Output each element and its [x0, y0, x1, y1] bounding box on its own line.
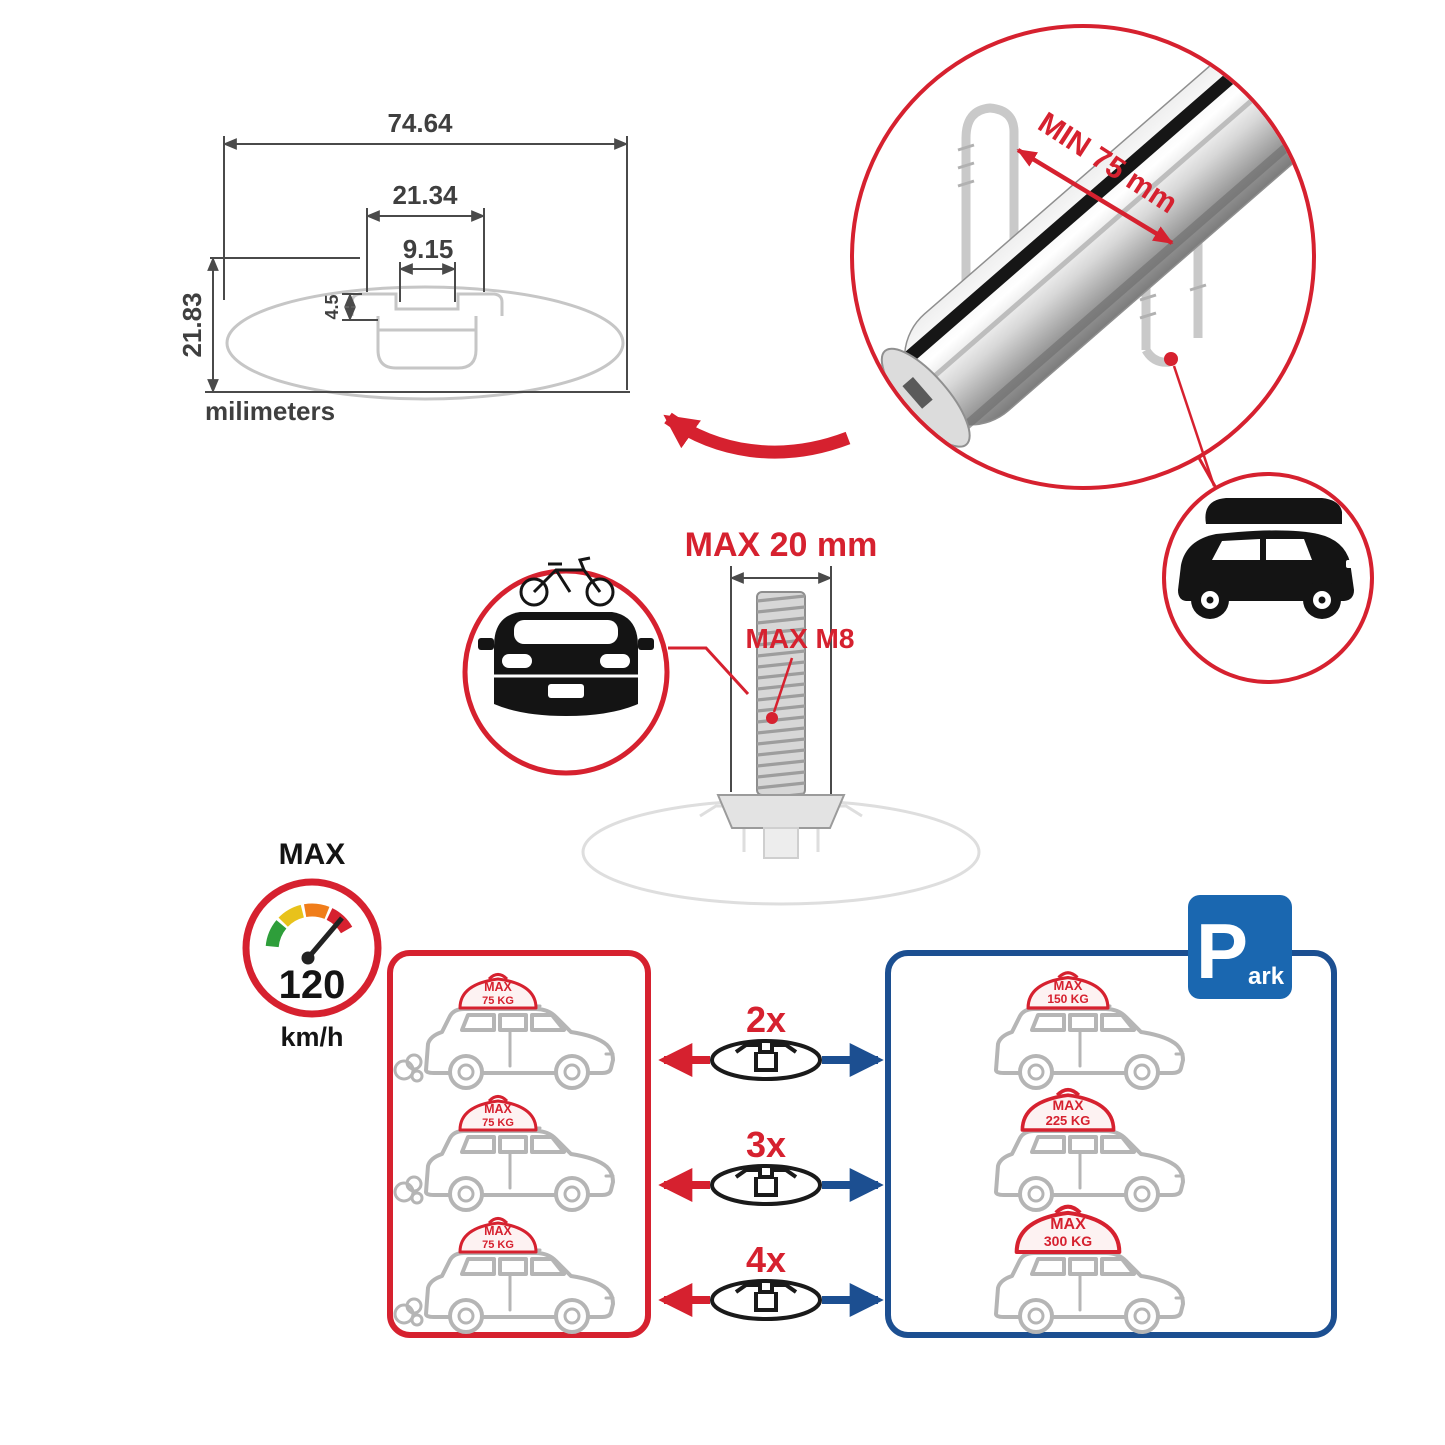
bag-max-label: MAX: [1052, 1097, 1084, 1113]
gauge-ring: [242, 878, 382, 1018]
profile-channel-body: [376, 316, 478, 370]
bag-weight-label: 300 KG: [1044, 1233, 1092, 1249]
photo-to-drawing-arrow: [663, 412, 851, 459]
bag-weight-label: 75 KG: [482, 1239, 514, 1251]
clamp-pointer-dot: [1164, 352, 1178, 366]
suv-roofbox-icon: [1178, 498, 1354, 619]
parking-letter: P: [1196, 907, 1248, 995]
multiplier-label: 3x: [746, 1124, 786, 1165]
cross-section-drawing: 74.64 21.34 9.15 4.5 21.83 milimeters: [177, 108, 630, 426]
dim-total-width: 74.64: [387, 108, 453, 138]
dim-height: 21.83: [177, 292, 207, 357]
multiplier-label: 2x: [746, 999, 786, 1040]
bar-detail-circle: MIN 75 mm: [850, 24, 1316, 490]
parking-rest: ark: [1248, 963, 1285, 990]
dim-inner-width: 9.15: [403, 234, 454, 264]
bag-weight-label: 75 KG: [482, 1117, 514, 1129]
parking-sign: P ark: [1188, 895, 1292, 999]
m8-leader-line: [772, 657, 794, 713]
bike-car-circle: [462, 556, 750, 776]
speedometer: MAX 120 km/h: [242, 838, 382, 1052]
multiplier-rows: 2x 3x 4x: [658, 999, 884, 1321]
bag-max-label: MAX: [484, 980, 512, 994]
crossbar-profile-ellipse: [225, 285, 625, 401]
speed-value: 120: [279, 963, 346, 1007]
max-20-label: MAX 20 mm: [685, 526, 878, 564]
multiplier-label: 4x: [746, 1239, 786, 1280]
dim-mid-width: 21.34: [392, 180, 458, 210]
m8-pointer-dot: [766, 712, 778, 724]
speed-units: km/h: [280, 1022, 343, 1052]
bag-max-label: MAX: [484, 1102, 512, 1116]
roofbox-suv-circle: [1162, 472, 1374, 684]
crossbar-count-icon: [710, 1164, 822, 1206]
bike-icon: [519, 556, 615, 607]
dim-step-height: 4.5: [322, 294, 342, 319]
dot-connector-line: [1172, 365, 1216, 487]
car-front-icon: [478, 612, 654, 716]
parked-panel: MAX 150 KG MAX 225 KG MAX 300 KG: [885, 950, 1337, 1338]
driving-panel: MAX 75 KG MAX 75 KG MAX 75 KG: [387, 950, 651, 1338]
bag-max-label: MAX: [1054, 978, 1083, 993]
units-label: milimeters: [205, 396, 335, 426]
profile-channel-top: [350, 292, 504, 316]
speed-max-label: MAX: [279, 838, 346, 871]
min-distance-arrow: [1016, 148, 1174, 245]
bag-weight-label: 75 KG: [482, 995, 514, 1007]
bolt-diagram: MAX 20 mm MAX M8: [581, 526, 981, 906]
bag-weight-label: 150 KG: [1047, 992, 1088, 1006]
gauge-hub: [301, 951, 315, 965]
max-m8-label: MAX M8: [746, 623, 855, 654]
bag-max-label: MAX: [484, 1224, 512, 1238]
crossbar-count-icon: [710, 1039, 822, 1081]
bag-weight-label: 225 KG: [1046, 1113, 1091, 1128]
crossbar-count-icon: [710, 1279, 822, 1321]
bag-max-label: MAX: [1050, 1216, 1086, 1233]
bike-leader-line: [668, 646, 750, 696]
gauge-needle: [306, 916, 344, 960]
parking-sign-board: [1188, 895, 1292, 999]
